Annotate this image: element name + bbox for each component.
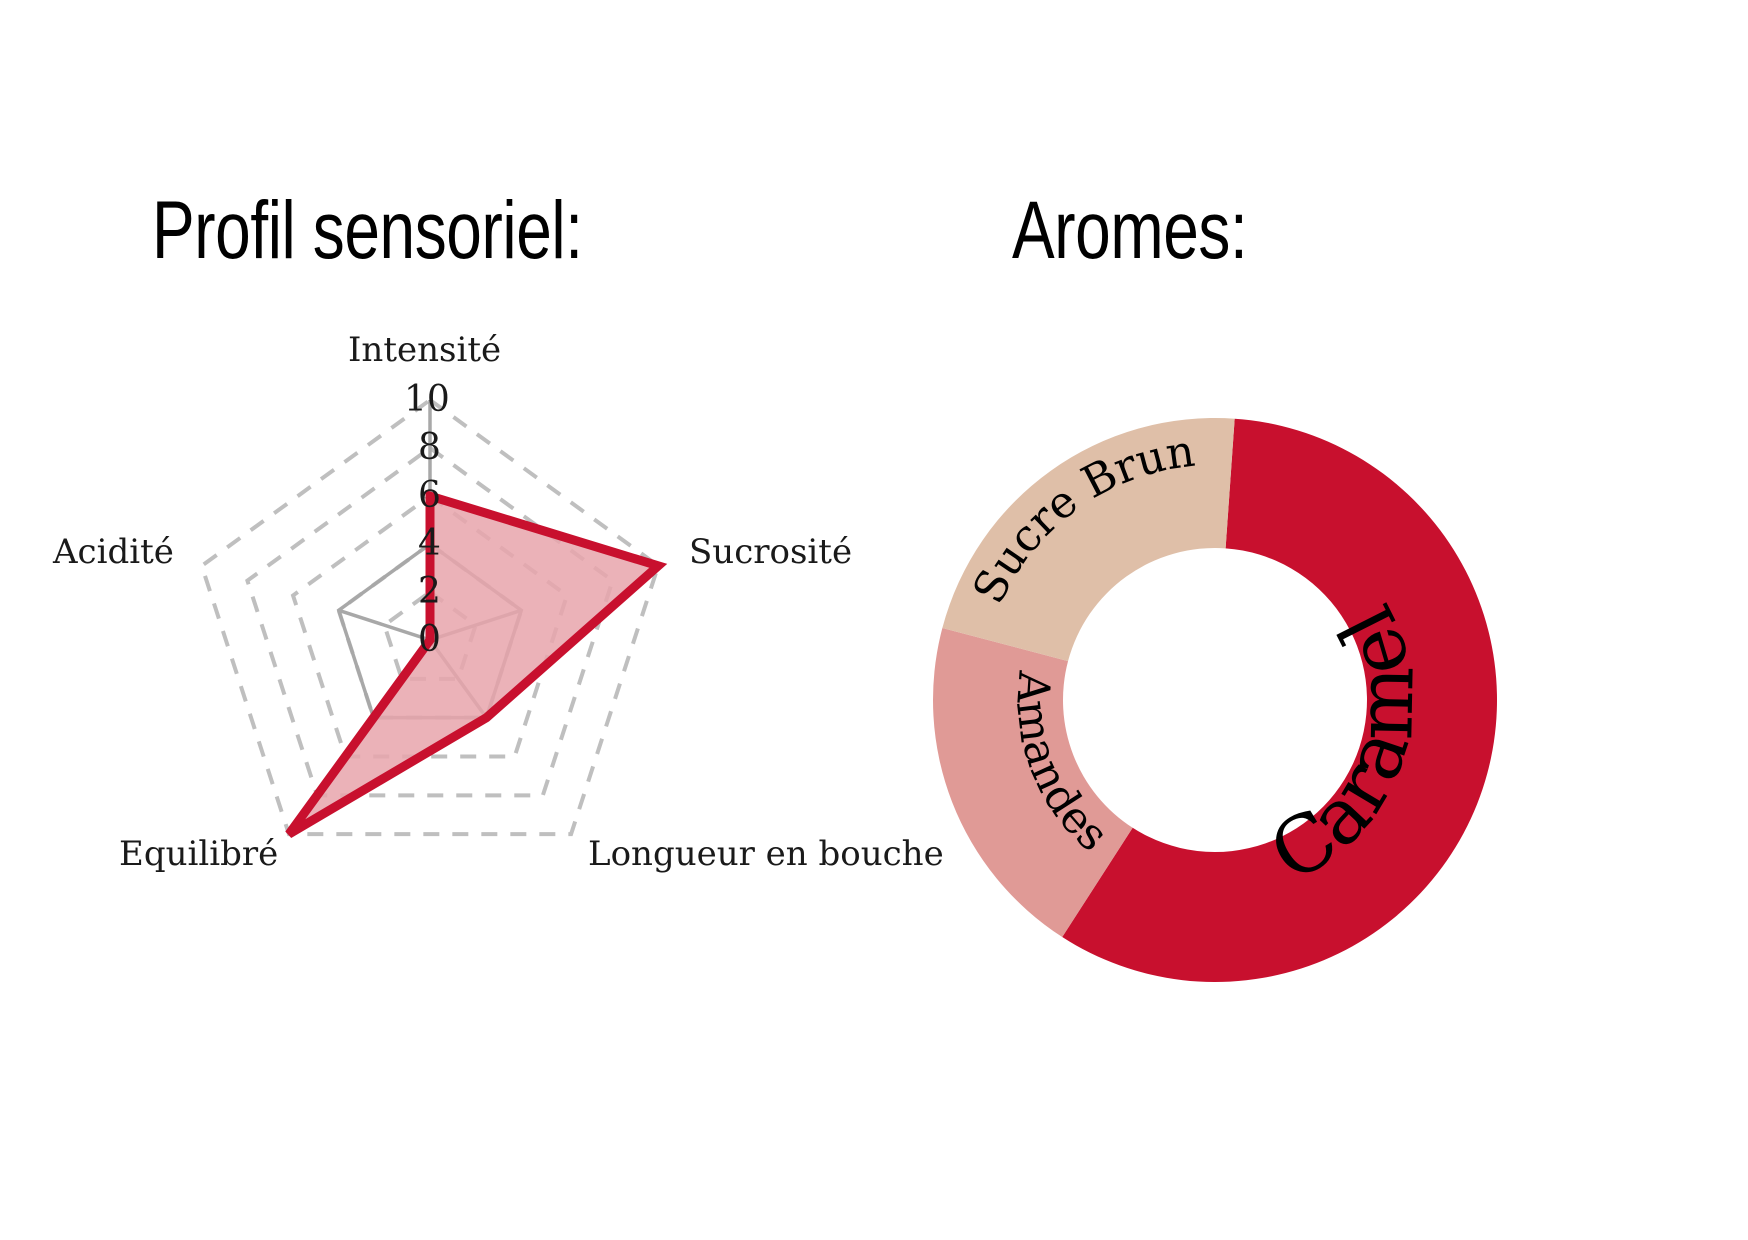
radar-tick-2: 2 [418,571,441,612]
radar-spoke-4 [338,608,431,642]
donut-slice-caramel [1062,418,1498,983]
radar-axis-label-intensite: Intensité [348,330,502,370]
donut-slice-amandes [933,627,1133,938]
radar-grid-ring-10 [199,397,661,837]
radar-axis-label-acidite: Acidité [53,532,174,572]
radar-axis-label-equilibre: Equilibré [119,834,279,874]
radar-axis-label-sucrosite: Sucrosité [689,532,853,572]
radar-axis-label-longueur-en-bouche: Longueur en bouche [588,834,944,874]
page-title-profil-sensoriel: Profil sensoriel: [152,185,583,276]
radar-data-polygon [285,489,668,839]
radar-tick-8: 8 [418,427,441,468]
radar-tick-6: 6 [418,475,441,516]
radar-grid-ring-6 [290,493,570,759]
donut-slice-group [933,418,1498,983]
donut-slice-sucre-brun [942,418,1235,662]
radar-tick-10: 10 [404,379,450,420]
page-title-aromes: Aromes: [1012,185,1248,276]
radar-tick-0: 0 [418,619,441,660]
radar-grid-ring-2 [381,589,479,681]
radar-tick-4: 4 [418,523,441,564]
